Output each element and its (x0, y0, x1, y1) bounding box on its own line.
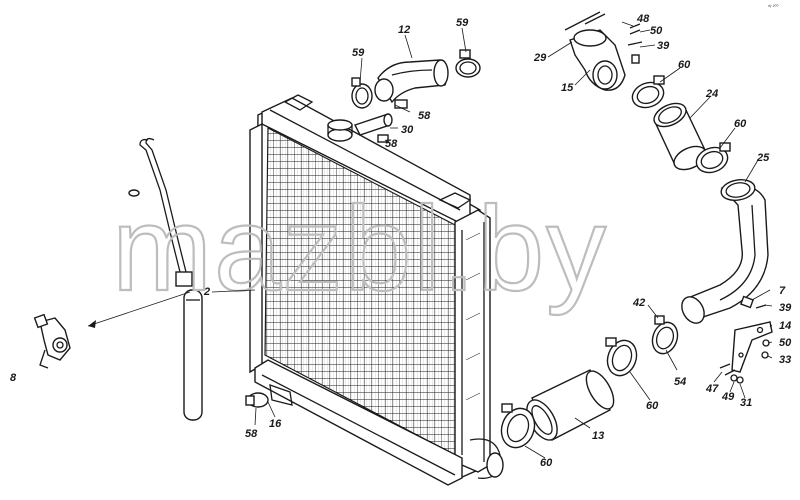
part-label-2: 2 (203, 286, 210, 298)
part-label-15: 15 (561, 82, 574, 94)
middle-hose (653, 102, 707, 171)
part-label-8: 8 (10, 372, 17, 384)
part-label-39: 39 (779, 302, 792, 314)
leader-lines (211, 21, 773, 459)
part-label-60: 60 (646, 400, 659, 412)
part-label-58: 58 (385, 138, 398, 150)
part-label-59: 59 (352, 47, 365, 59)
part-label-42: 42 (632, 297, 645, 309)
part-label-12: 12 (398, 24, 410, 36)
part-label-58: 58 (245, 428, 258, 440)
mounting-bracket (719, 295, 773, 384)
hose-clamp (351, 77, 373, 109)
hose-clamp (695, 142, 731, 174)
part-label-33: 33 (779, 354, 791, 366)
part-label-54: 54 (674, 376, 686, 388)
radiator-core (249, 94, 504, 486)
part-label-59: 59 (456, 17, 469, 29)
part-label-24: 24 (705, 88, 718, 100)
upper-hose (374, 59, 449, 104)
lower-hose (526, 369, 615, 441)
part-label-60: 60 (678, 59, 691, 71)
part-number-labels: 12 59 59 58 30 58 48 50 39 29 15 60 24 6… (10, 13, 792, 469)
corner-note: ᵈʸ ²⁰⁰ (768, 4, 779, 10)
part-label-49: 49 (721, 391, 735, 403)
part-label-25: 25 (756, 152, 770, 164)
part-label-30: 30 (401, 124, 414, 136)
part-label-60: 60 (540, 457, 553, 469)
part-label-16: 16 (269, 418, 282, 430)
drain-direction-arrow (87, 291, 191, 328)
connector-tube (354, 99, 408, 143)
part-label-47: 47 (705, 383, 719, 395)
bolt-washer-set (627, 23, 643, 64)
part-label-50: 50 (650, 25, 663, 37)
part-label-31: 31 (740, 397, 752, 409)
hose-clamp (245, 392, 269, 408)
hose-clamp (651, 315, 679, 355)
hose-clamp (455, 49, 481, 78)
part-label-50: 50 (779, 337, 792, 349)
part-label-58: 58 (418, 110, 431, 122)
part-label-60: 60 (734, 118, 747, 130)
hose-clamp (631, 75, 665, 109)
part-label-29: 29 (533, 52, 547, 64)
watermark: mazbl.by (112, 182, 608, 316)
drain-tube-assembly (128, 137, 203, 421)
filler-elbow (564, 11, 626, 91)
curved-coolant-pipe (681, 179, 769, 324)
part-label-7: 7 (779, 285, 786, 297)
part-label-13: 13 (592, 430, 604, 442)
part-label-39: 39 (657, 40, 670, 52)
part-label-14: 14 (779, 320, 791, 332)
hose-clamp (605, 337, 638, 377)
part-label-48: 48 (636, 13, 650, 25)
drain-valve (33, 313, 71, 369)
hose-clamp (500, 403, 536, 449)
